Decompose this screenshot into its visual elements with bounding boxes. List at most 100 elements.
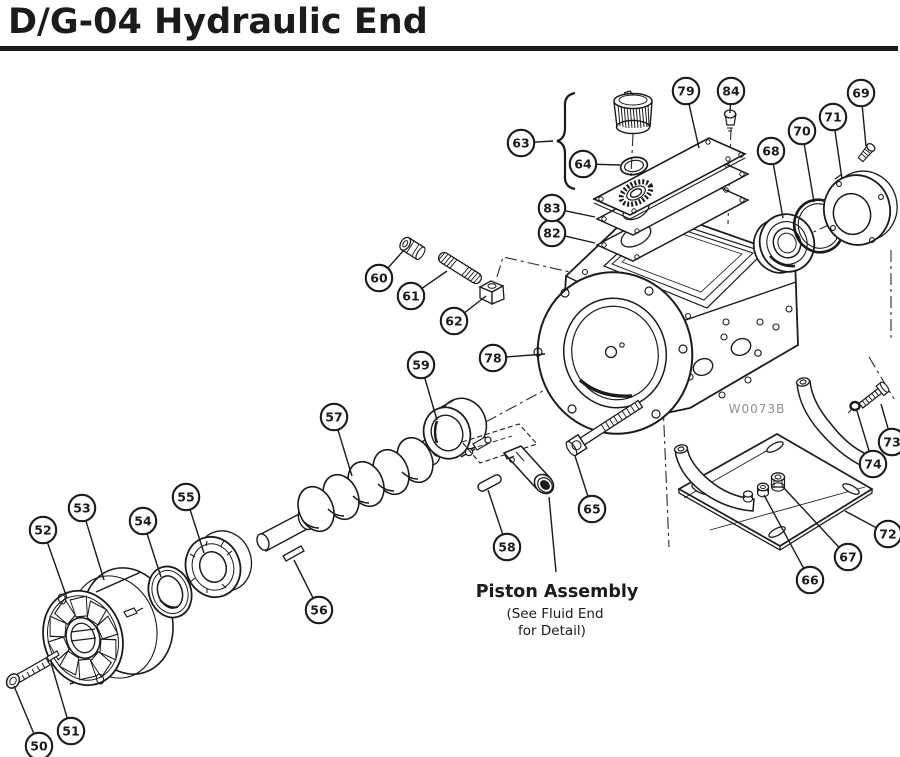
callout-52-flywheel: 52 (28, 515, 68, 599)
callout-74-lock-washer: 74 (856, 410, 888, 479)
callout-number: 53 (73, 501, 90, 516)
callout-balloon (795, 565, 825, 595)
callout-balloon (492, 532, 522, 562)
callout-number: 67 (839, 550, 856, 565)
ball-bearing-55 (184, 530, 253, 599)
leader-line (564, 209, 596, 218)
filler-cap (613, 90, 653, 135)
callout-balloon (128, 506, 158, 536)
callout-number: 56 (310, 603, 328, 618)
callout-56-shaft-key: 56 (293, 559, 334, 625)
callout-balloon (506, 128, 536, 158)
callout-balloon (818, 102, 848, 132)
callout-50-set-screw: 50 (13, 685, 54, 757)
cap-screw-73 (858, 381, 890, 409)
shaft-key-56 (282, 545, 305, 562)
bearing-cover-71 (822, 170, 898, 246)
crankshaft (256, 436, 442, 562)
callout-number: 84 (722, 84, 740, 99)
callout-number: 61 (402, 289, 419, 304)
callout-balloon (56, 716, 86, 746)
leader-line (46, 542, 68, 599)
leader-line (146, 533, 162, 578)
leader-line (85, 520, 105, 581)
cap-screw-65 (565, 399, 644, 457)
callout-number: 68 (762, 144, 779, 159)
callout-number: 70 (793, 124, 811, 139)
callout-60-nut: 60 (364, 249, 405, 293)
callout-balloon (439, 306, 469, 336)
callout-68-bearing: 68 (756, 136, 786, 219)
callout-83-plate: 83 (537, 193, 596, 223)
callout-number: 50 (30, 739, 48, 754)
piston-assembly (477, 445, 557, 573)
callout-number: 74 (864, 457, 882, 472)
leader-line (293, 559, 314, 599)
leader-line (861, 105, 867, 147)
callout-61-stud: 61 (396, 270, 448, 311)
callout-balloon (846, 78, 876, 108)
brace-63 (556, 91, 576, 191)
lock-washer-74 (847, 400, 861, 414)
piston-note-line3: for Detail) (518, 623, 586, 639)
callout-balloon (787, 116, 817, 146)
callout-balloon (671, 76, 701, 106)
callout-number: 79 (677, 84, 694, 99)
callout-65-cap-screw: 65 (574, 455, 607, 524)
callout-number: 71 (824, 110, 841, 125)
leader-line (505, 353, 546, 358)
callout-79-cover-plate: 79 (671, 76, 701, 149)
callout-71-bearing-cover: 71 (818, 102, 848, 180)
callout-54-oil-seal: 54 (128, 506, 162, 578)
leader-line (688, 103, 700, 149)
crosshead-ghost (461, 423, 538, 464)
crankcase-flange (533, 271, 694, 435)
callout-balloon (28, 515, 58, 545)
callout-73-cap-screw: 73 (877, 403, 900, 457)
o-ring-64 (619, 156, 649, 176)
screw-69 (857, 142, 876, 163)
callout-70-o-ring: 70 (787, 116, 817, 203)
callout-balloon (364, 263, 394, 293)
callout-balloon (478, 343, 508, 373)
callout-balloon (577, 494, 607, 524)
bearing-sleeve-59 (422, 397, 492, 460)
top-cover-plates (592, 137, 750, 262)
callout-67-nut: 67 (782, 486, 863, 572)
callout-58-crosshead-pin: 58 (487, 489, 522, 562)
callout-balloon (67, 493, 97, 523)
screw-84 (723, 109, 737, 132)
oil-seal-54 (147, 565, 193, 619)
callout-59-bearing-sleeve: 59 (406, 350, 438, 421)
callout-balloon (396, 281, 426, 311)
callout-number: 83 (543, 201, 560, 216)
leader-line (782, 486, 840, 548)
callout-balloon (833, 542, 863, 572)
callout-number: 57 (325, 410, 342, 425)
callout-number: 58 (498, 540, 515, 555)
callout-layer: 5051525354555657585960616263646566676869… (13, 76, 900, 757)
leader-line (803, 143, 815, 203)
leader-line (487, 489, 504, 535)
leader-line (856, 410, 870, 452)
leader-line (880, 403, 890, 430)
elbow-fitting-62 (478, 280, 505, 306)
page-title: D/G-04 Hydraulic End (8, 2, 428, 42)
set-screw-50 (5, 657, 51, 689)
callout-84-screw: 84 (716, 76, 746, 114)
leader-line (564, 235, 596, 244)
nut-60 (399, 236, 426, 261)
piston-note-title: Piston Assembly (476, 582, 639, 602)
keyway-tab (123, 607, 138, 618)
crosshead-pin-58 (477, 474, 502, 492)
mounting-base-assembly (673, 377, 890, 551)
leader-line (834, 129, 843, 180)
bearing-68 (758, 213, 816, 273)
piston-leader-line (548, 496, 557, 573)
callout-balloon (406, 350, 436, 380)
callout-number: 63 (512, 136, 529, 151)
callout-balloon (877, 427, 900, 457)
callout-number: 78 (484, 351, 501, 366)
callout-number: 59 (412, 358, 429, 373)
callout-number: 66 (801, 573, 819, 588)
